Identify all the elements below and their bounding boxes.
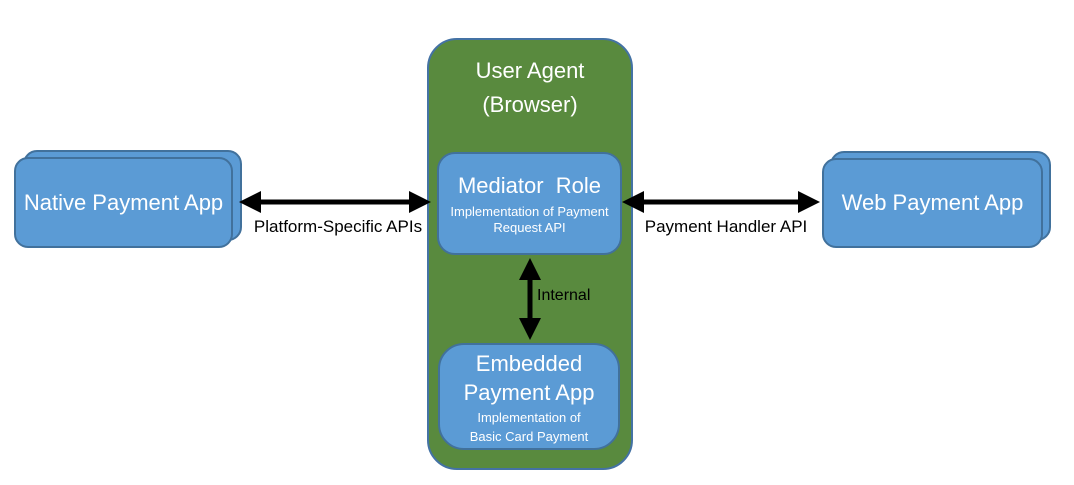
embedded-payment-app-box: Embedded Payment App Implementation of B… <box>438 343 620 450</box>
native-payment-app-label: Native Payment App <box>23 189 224 215</box>
web-payment-app-label: Web Payment App <box>841 190 1024 215</box>
web-payment-app-box: Web Payment App <box>822 158 1043 248</box>
embedded-app-subtitle-line1: Implementation of <box>477 409 581 425</box>
embedded-app-title-line1: Embedded <box>475 350 583 376</box>
user-agent-title-line1: User Agent <box>475 58 585 83</box>
mediator-role-subtitle-line1: Implementation of Payment <box>450 203 609 219</box>
user-agent-title-line2: (Browser) <box>482 92 578 117</box>
native-payment-app-box: Native Payment App <box>14 157 233 248</box>
mediator-role-box: Mediator Role Implementation of Payment … <box>437 152 622 255</box>
payment-handler-label: Payment Handler API <box>644 217 808 236</box>
platform-apis-arrow <box>239 191 431 213</box>
internal-label: Internal <box>537 287 591 304</box>
payment-handler-arrow <box>622 191 820 213</box>
mediator-role-subtitle-line2: Request API <box>493 219 566 235</box>
embedded-app-subtitle-line2: Basic Card Payment <box>469 428 589 444</box>
mediator-role-title: Mediator Role <box>457 172 602 198</box>
platform-apis-label: Platform-Specific APIs <box>253 217 423 236</box>
embedded-app-title-line2: Payment App <box>463 379 595 405</box>
